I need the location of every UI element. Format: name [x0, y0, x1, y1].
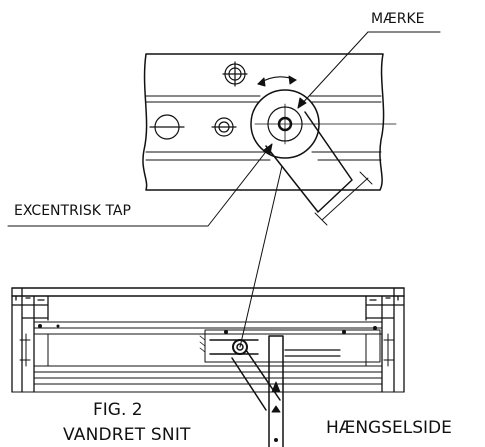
screws	[38, 324, 377, 334]
label-hinge-side: HÆNGSELSIDE	[326, 418, 452, 438]
dimension-line	[314, 171, 373, 226]
hole-left-icon	[149, 114, 185, 140]
label-eccentric-pin: EXCENTRISK TAP	[14, 203, 131, 219]
detail-view	[7, 31, 441, 348]
sash-lines	[11, 321, 405, 393]
leader-eccentric	[7, 143, 273, 227]
detail-rails	[145, 95, 382, 161]
horizontal-section	[11, 287, 405, 447]
screw-top-icon	[222, 61, 248, 87]
hinge-post	[268, 335, 284, 447]
screw-middle-icon	[211, 117, 237, 137]
label-mark: MÆRKE	[371, 11, 425, 27]
hinge-arm	[265, 111, 353, 213]
detail-frame	[142, 53, 385, 191]
figure-caption: VANDRET SNIT	[63, 425, 191, 445]
sash-panel	[47, 329, 381, 367]
leader-mark	[297, 31, 369, 109]
figure-number: FIG. 2	[93, 400, 143, 420]
connector-line	[239, 165, 283, 348]
eccentric-pin	[250, 89, 397, 213]
frame-top	[11, 287, 405, 297]
hinge-detail	[209, 335, 341, 447]
section-arm	[231, 349, 281, 411]
